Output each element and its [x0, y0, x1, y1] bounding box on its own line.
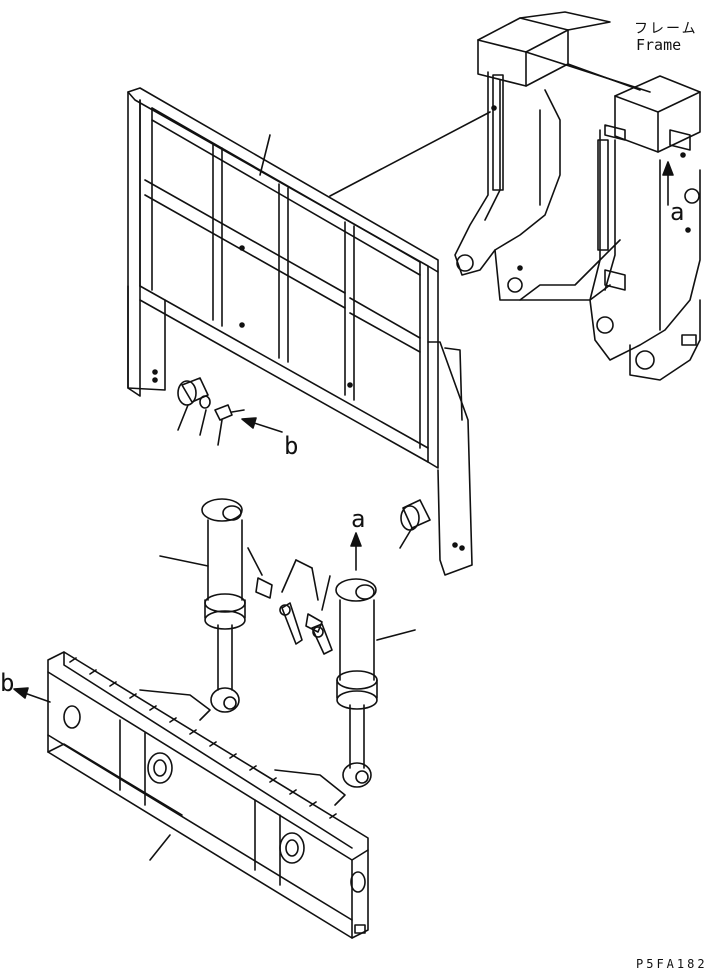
fork-carriage [48, 652, 368, 938]
arrow-a-top [663, 162, 673, 205]
frame-assembly [455, 12, 700, 380]
bushing-left [178, 378, 244, 445]
frame-label-japanese: フレーム [634, 21, 698, 37]
hydraulic-cylinder-left [160, 499, 262, 712]
load-backrest-guard [128, 88, 472, 575]
drawing-code: P5FA182 [636, 957, 708, 971]
hose-fittings [256, 560, 332, 654]
bushing-right [400, 500, 430, 548]
arrow-b-left [14, 688, 50, 702]
arrow-b-mid [242, 418, 282, 432]
view-label-a-middle: a [351, 505, 366, 533]
view-label-a-top: a [670, 198, 685, 226]
view-label-b-left: b [0, 669, 15, 697]
frame-label-english: Frame [636, 36, 682, 54]
view-label-b-middle: b [284, 432, 299, 460]
hydraulic-cylinder-right [336, 579, 415, 787]
leader-guard-to-frame [330, 112, 490, 196]
arrow-a-mid [351, 533, 361, 570]
